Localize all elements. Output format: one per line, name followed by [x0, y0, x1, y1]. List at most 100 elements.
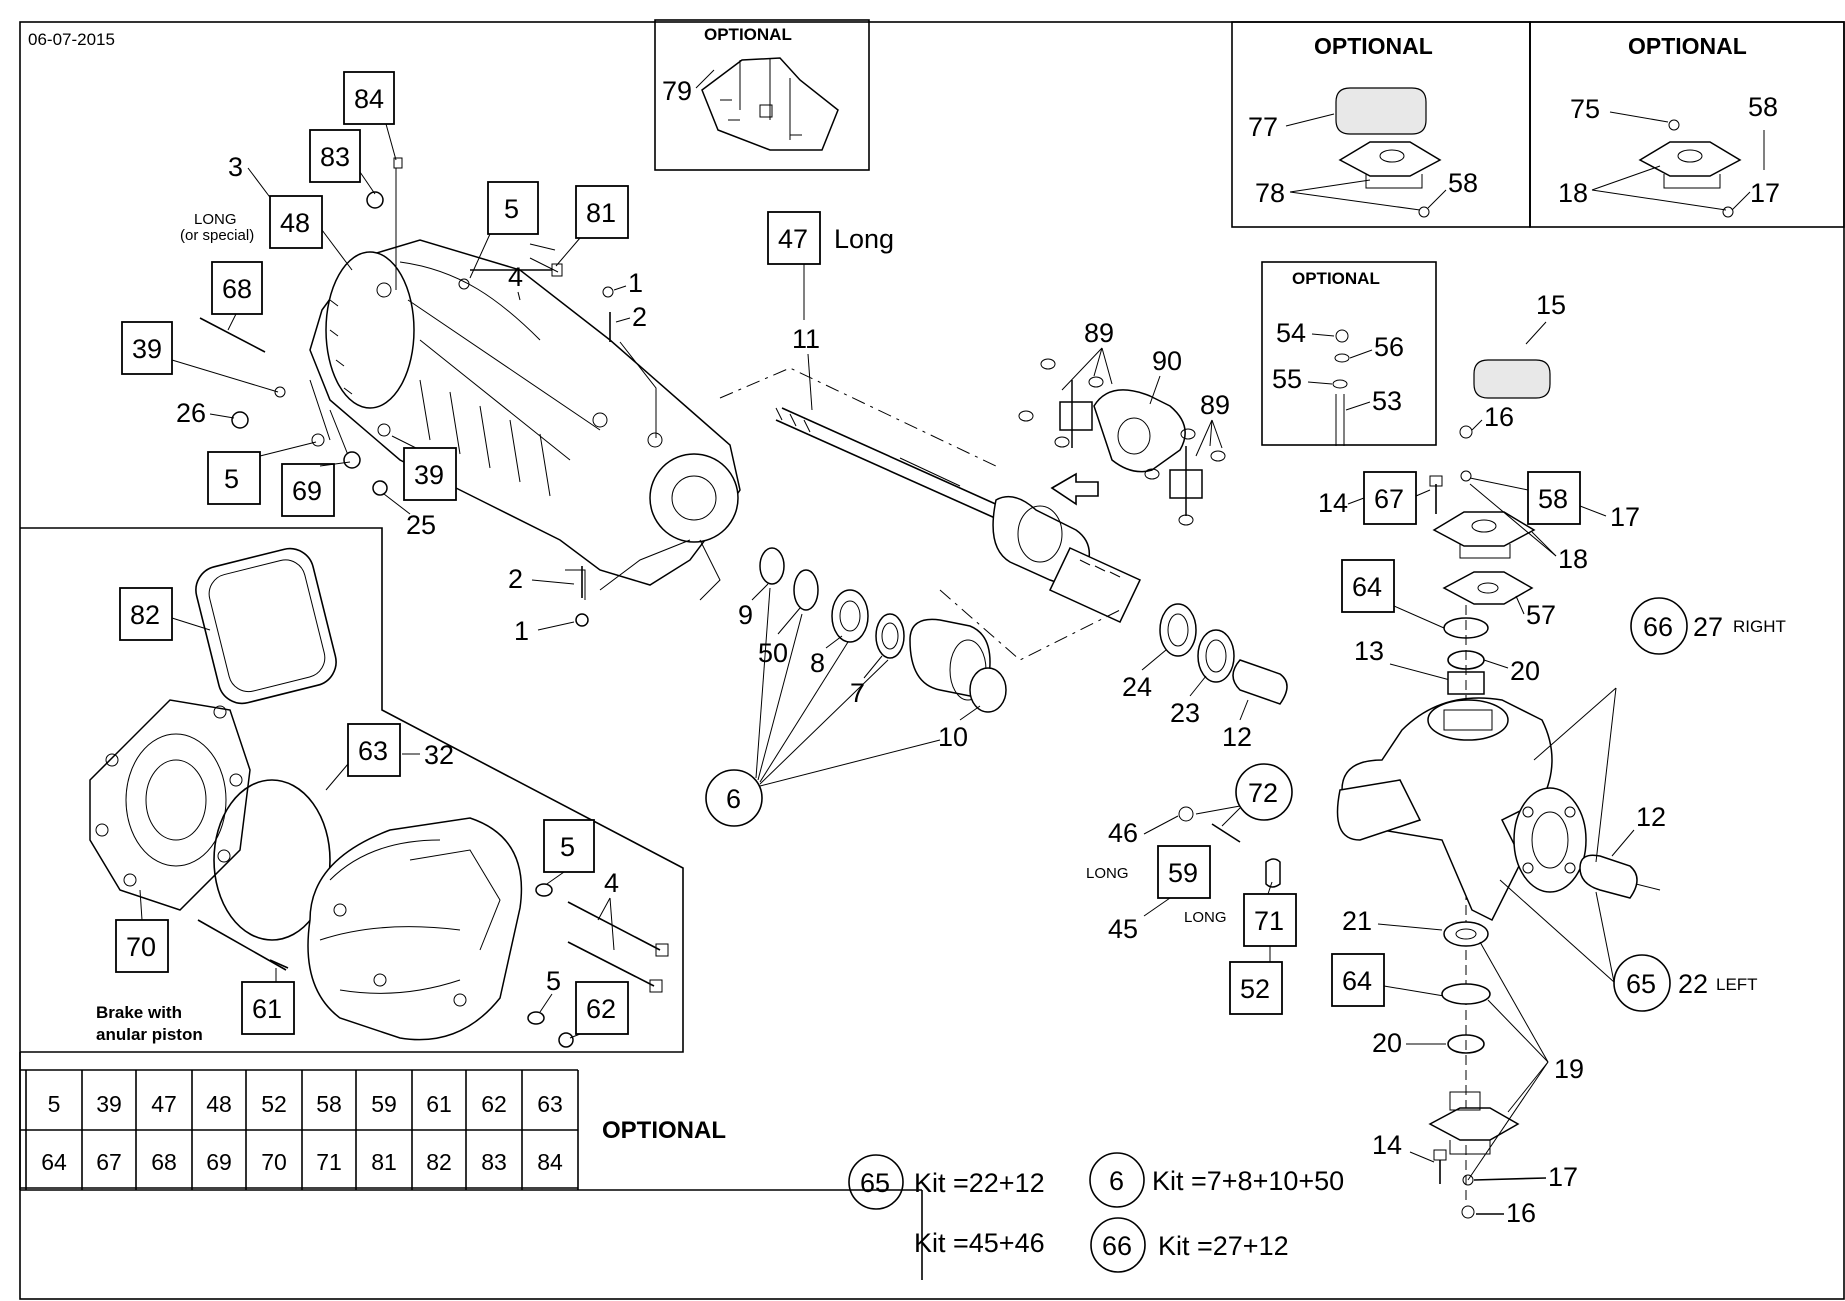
table-cell: 47: [151, 1091, 177, 1117]
svg-text:OPTIONAL: OPTIONAL: [1314, 33, 1433, 59]
svg-text:55: 55: [1272, 364, 1302, 394]
optional-box-75: OPTIONAL 75 58 18 17: [1529, 21, 1845, 228]
optional-table-title: OPTIONAL: [602, 1117, 726, 1144]
svg-text:17: 17: [1610, 502, 1640, 532]
svg-text:6: 6: [1109, 1166, 1124, 1196]
svg-text:14: 14: [1372, 1130, 1402, 1160]
svg-text:53: 53: [1372, 386, 1402, 416]
svg-text:17: 17: [1750, 178, 1780, 208]
svg-text:50: 50: [758, 638, 788, 668]
svg-text:18: 18: [1558, 544, 1588, 574]
svg-text:48: 48: [280, 208, 310, 238]
table-cell: 39: [96, 1091, 122, 1117]
svg-text:17: 17: [1548, 1162, 1578, 1192]
svg-text:8: 8: [810, 648, 825, 678]
svg-text:32: 32: [424, 740, 454, 770]
svg-text:89: 89: [1200, 390, 1230, 420]
table-cell: 82: [426, 1149, 452, 1175]
brake-section: 82 70 63 32 61 Brake with anular piston …: [89, 547, 669, 1048]
svg-text:66: 66: [1102, 1231, 1132, 1261]
table-cell: 83: [481, 1149, 507, 1175]
svg-text:26: 26: [176, 398, 206, 428]
svg-text:14: 14: [1318, 488, 1348, 518]
svg-text:58: 58: [1748, 92, 1778, 122]
table-cell: 59: [371, 1091, 397, 1117]
pin-group: 72 46 LONG 59 45 LONG 71 52: [1086, 763, 1297, 1015]
table-cell: 61: [426, 1091, 452, 1117]
table-cell: 70: [261, 1149, 287, 1175]
svg-text:82: 82: [130, 600, 160, 630]
svg-text:27: 27: [1693, 612, 1723, 642]
svg-text:24: 24: [1122, 672, 1152, 702]
table-cell: 48: [206, 1091, 232, 1117]
axle-shaft: 47 Long 11: [719, 211, 1142, 661]
table-cell: 52: [261, 1091, 287, 1117]
svg-text:45: 45: [1108, 914, 1138, 944]
optional-box-77: OPTIONAL 77 78 58: [1231, 21, 1531, 228]
optional-box-79: OPTIONAL 79: [654, 19, 870, 171]
svg-text:89: 89: [1084, 318, 1114, 348]
table-cell: 58: [316, 1091, 342, 1117]
table-cell: 69: [206, 1149, 232, 1175]
svg-text:OPTIONAL: OPTIONAL: [1292, 269, 1380, 288]
svg-text:65: 65: [1626, 969, 1656, 999]
svg-text:72: 72: [1248, 778, 1278, 808]
svg-text:OPTIONAL: OPTIONAL: [1628, 33, 1747, 59]
table-cell: 62: [481, 1091, 507, 1117]
svg-text:81: 81: [586, 198, 616, 228]
table-cell: 71: [316, 1149, 342, 1175]
table-cell: 5: [48, 1091, 61, 1117]
svg-text:58: 58: [1538, 484, 1568, 514]
svg-text:13: 13: [1354, 636, 1384, 666]
shaft-bearings: 9 50 8 7 10 6 24 23 12: [705, 547, 1288, 827]
svg-text:22: 22: [1678, 969, 1708, 999]
svg-text:75: 75: [1570, 94, 1600, 124]
svg-text:52: 52: [1240, 974, 1270, 1004]
svg-text:21: 21: [1342, 906, 1372, 936]
date-stamp: 06-07-2015: [28, 30, 115, 49]
svg-text:20: 20: [1372, 1028, 1402, 1058]
svg-text:1: 1: [514, 616, 529, 646]
svg-text:64: 64: [1352, 572, 1382, 602]
optional-box-53: OPTIONAL 54 56 55 53: [1261, 261, 1437, 446]
svg-text:16: 16: [1506, 1198, 1536, 1228]
svg-text:78: 78: [1255, 178, 1285, 208]
table-cell: 64: [41, 1149, 67, 1175]
svg-text:61: 61: [252, 994, 282, 1024]
kit-6: Kit =7+8+10+50: [1152, 1166, 1344, 1196]
svg-text:71: 71: [1254, 906, 1284, 936]
table-cell: 67: [96, 1149, 122, 1175]
svg-text:79: 79: [662, 76, 692, 106]
svg-text:68: 68: [222, 274, 252, 304]
svg-text:69: 69: [292, 476, 322, 506]
svg-text:12: 12: [1636, 802, 1666, 832]
brake-note-1: Brake with: [96, 1003, 182, 1022]
svg-text:3: 3: [228, 152, 243, 182]
svg-text:83: 83: [320, 142, 350, 172]
kit-legend: 65 Kit =22+12 6 Kit =7+8+10+50 Kit =45+4…: [848, 1152, 1344, 1273]
kit-66: Kit =27+12: [1158, 1231, 1289, 1261]
svg-text:5: 5: [504, 194, 519, 224]
svg-text:1: 1: [628, 268, 643, 298]
svg-text:67: 67: [1374, 484, 1404, 514]
brake-note-2: anular piston: [96, 1025, 203, 1044]
kit-65: Kit =22+12: [914, 1168, 1045, 1198]
svg-text:5: 5: [224, 464, 239, 494]
svg-text:10: 10: [938, 722, 968, 752]
kit-72: Kit =45+46: [914, 1228, 1045, 1258]
svg-text:47: 47: [778, 224, 808, 254]
housing-callouts: 84 83 3 LONG (or special) 48 5 81 4 68 3…: [121, 71, 647, 646]
svg-text:12: 12: [1222, 722, 1252, 752]
frame: [19, 21, 1845, 1300]
svg-text:5: 5: [560, 832, 575, 862]
svg-text:19: 19: [1554, 1054, 1584, 1084]
svg-text:16: 16: [1484, 402, 1514, 432]
svg-text:(or special): (or special): [180, 227, 254, 244]
svg-text:39: 39: [414, 460, 444, 490]
svg-text:64: 64: [1342, 966, 1372, 996]
svg-text:39: 39: [132, 334, 162, 364]
svg-text:90: 90: [1152, 346, 1182, 376]
svg-text:LONG: LONG: [1184, 909, 1227, 926]
